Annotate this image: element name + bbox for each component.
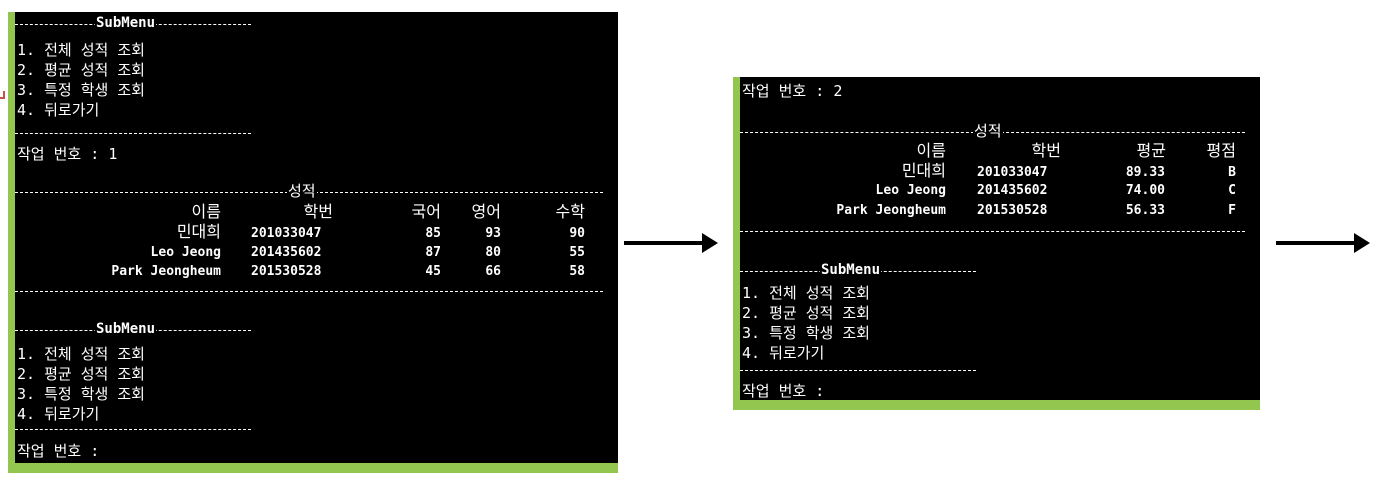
- command-prompt: 작업 번호 : 1: [17, 145, 118, 163]
- cell-average: 74.00: [1125, 183, 1165, 198]
- column-header-korean: 국어: [411, 202, 441, 221]
- cell-id: 201530528: [977, 203, 1048, 218]
- submenu-item: 2. 평균 성적 조회: [742, 304, 870, 322]
- submenu-bottom-rule: [15, 133, 251, 134]
- command-prompt[interactable]: 작업 번호 :: [17, 442, 100, 460]
- column-header-id: 학번: [303, 202, 333, 221]
- cell-id: 201530528: [251, 264, 322, 279]
- cell-english: 66: [485, 264, 501, 279]
- submenu-bottom-rule: [740, 370, 976, 371]
- cell-name: Leo Jeong: [875, 183, 946, 198]
- table-bottom-rule: [15, 291, 603, 292]
- console-window-left: SubMenu 1. 전체 성적 조회 2. 평균 성적 조회 3. 특정 학생…: [8, 12, 618, 473]
- column-header-name: 이름: [916, 141, 946, 160]
- cell-grade: B: [1228, 165, 1236, 180]
- console-window-right: 작업 번호 : 2 성적 이름 학번 평균 평점 민대희 201033047 8…: [733, 77, 1260, 410]
- cell-korean: 85: [425, 226, 441, 241]
- column-header-name: 이름: [191, 202, 221, 221]
- cell-average: 89.33: [1125, 165, 1165, 180]
- submenu-item: 4. 뒤로가기: [17, 101, 100, 119]
- submenu-title: SubMenu: [820, 262, 882, 278]
- right-arrow-icon: [624, 233, 718, 253]
- cell-math: 55: [569, 245, 585, 260]
- column-header-english: 영어: [471, 202, 501, 221]
- submenu-item: 1. 전체 성적 조회: [17, 41, 145, 59]
- submenu-item: 1. 전체 성적 조회: [17, 345, 145, 363]
- right-arrow-icon: [1276, 233, 1370, 253]
- cell-english: 80: [485, 245, 501, 260]
- cell-id: 201435602: [251, 245, 322, 260]
- cell-name: 민대희: [176, 222, 221, 241]
- cell-korean: 45: [425, 264, 441, 279]
- cell-grade: F: [1228, 203, 1236, 218]
- column-header-id: 학번: [1031, 141, 1061, 160]
- submenu-item: 4. 뒤로가기: [17, 405, 100, 423]
- submenu-item: 3. 특정 학생 조회: [17, 81, 145, 99]
- column-header-math: 수학: [555, 202, 585, 221]
- submenu-item: 1. 전체 성적 조회: [742, 284, 870, 302]
- cell-grade: C: [1228, 183, 1236, 198]
- submenu-title: SubMenu: [95, 321, 157, 337]
- column-header-average: 평균: [1136, 141, 1166, 160]
- stray-marker: [0, 91, 5, 99]
- cell-korean: 87: [425, 245, 441, 260]
- cell-id: 201033047: [251, 226, 322, 241]
- table-bottom-rule: [740, 231, 1245, 232]
- cell-name: 민대희: [901, 161, 946, 180]
- command-prompt[interactable]: 작업 번호 :: [742, 382, 825, 400]
- submenu-item: 3. 특정 학생 조회: [742, 324, 870, 342]
- submenu-item: 3. 특정 학생 조회: [17, 385, 145, 403]
- cell-id: 201033047: [977, 165, 1048, 180]
- submenu-title: SubMenu: [95, 15, 157, 31]
- cell-average: 56.33: [1125, 203, 1165, 218]
- cell-math: 90: [569, 226, 585, 241]
- cell-id: 201435602: [977, 183, 1048, 198]
- table-title: 성적: [287, 182, 317, 200]
- table-title: 성적: [973, 122, 1003, 140]
- cell-name: Leo Jeong: [150, 245, 221, 260]
- cell-math: 58: [569, 264, 585, 279]
- column-header-grade: 평점: [1206, 141, 1236, 160]
- submenu-item: 4. 뒤로가기: [742, 344, 825, 362]
- cell-name: Park Jeongheum: [111, 264, 221, 279]
- submenu-item: 2. 평균 성적 조회: [17, 365, 145, 383]
- cell-english: 93: [485, 226, 501, 241]
- command-prompt: 작업 번호 : 2: [742, 82, 843, 100]
- submenu-bottom-rule: [15, 429, 251, 430]
- submenu-item: 2. 평균 성적 조회: [17, 61, 145, 79]
- cell-name: Park Jeongheum: [836, 203, 946, 218]
